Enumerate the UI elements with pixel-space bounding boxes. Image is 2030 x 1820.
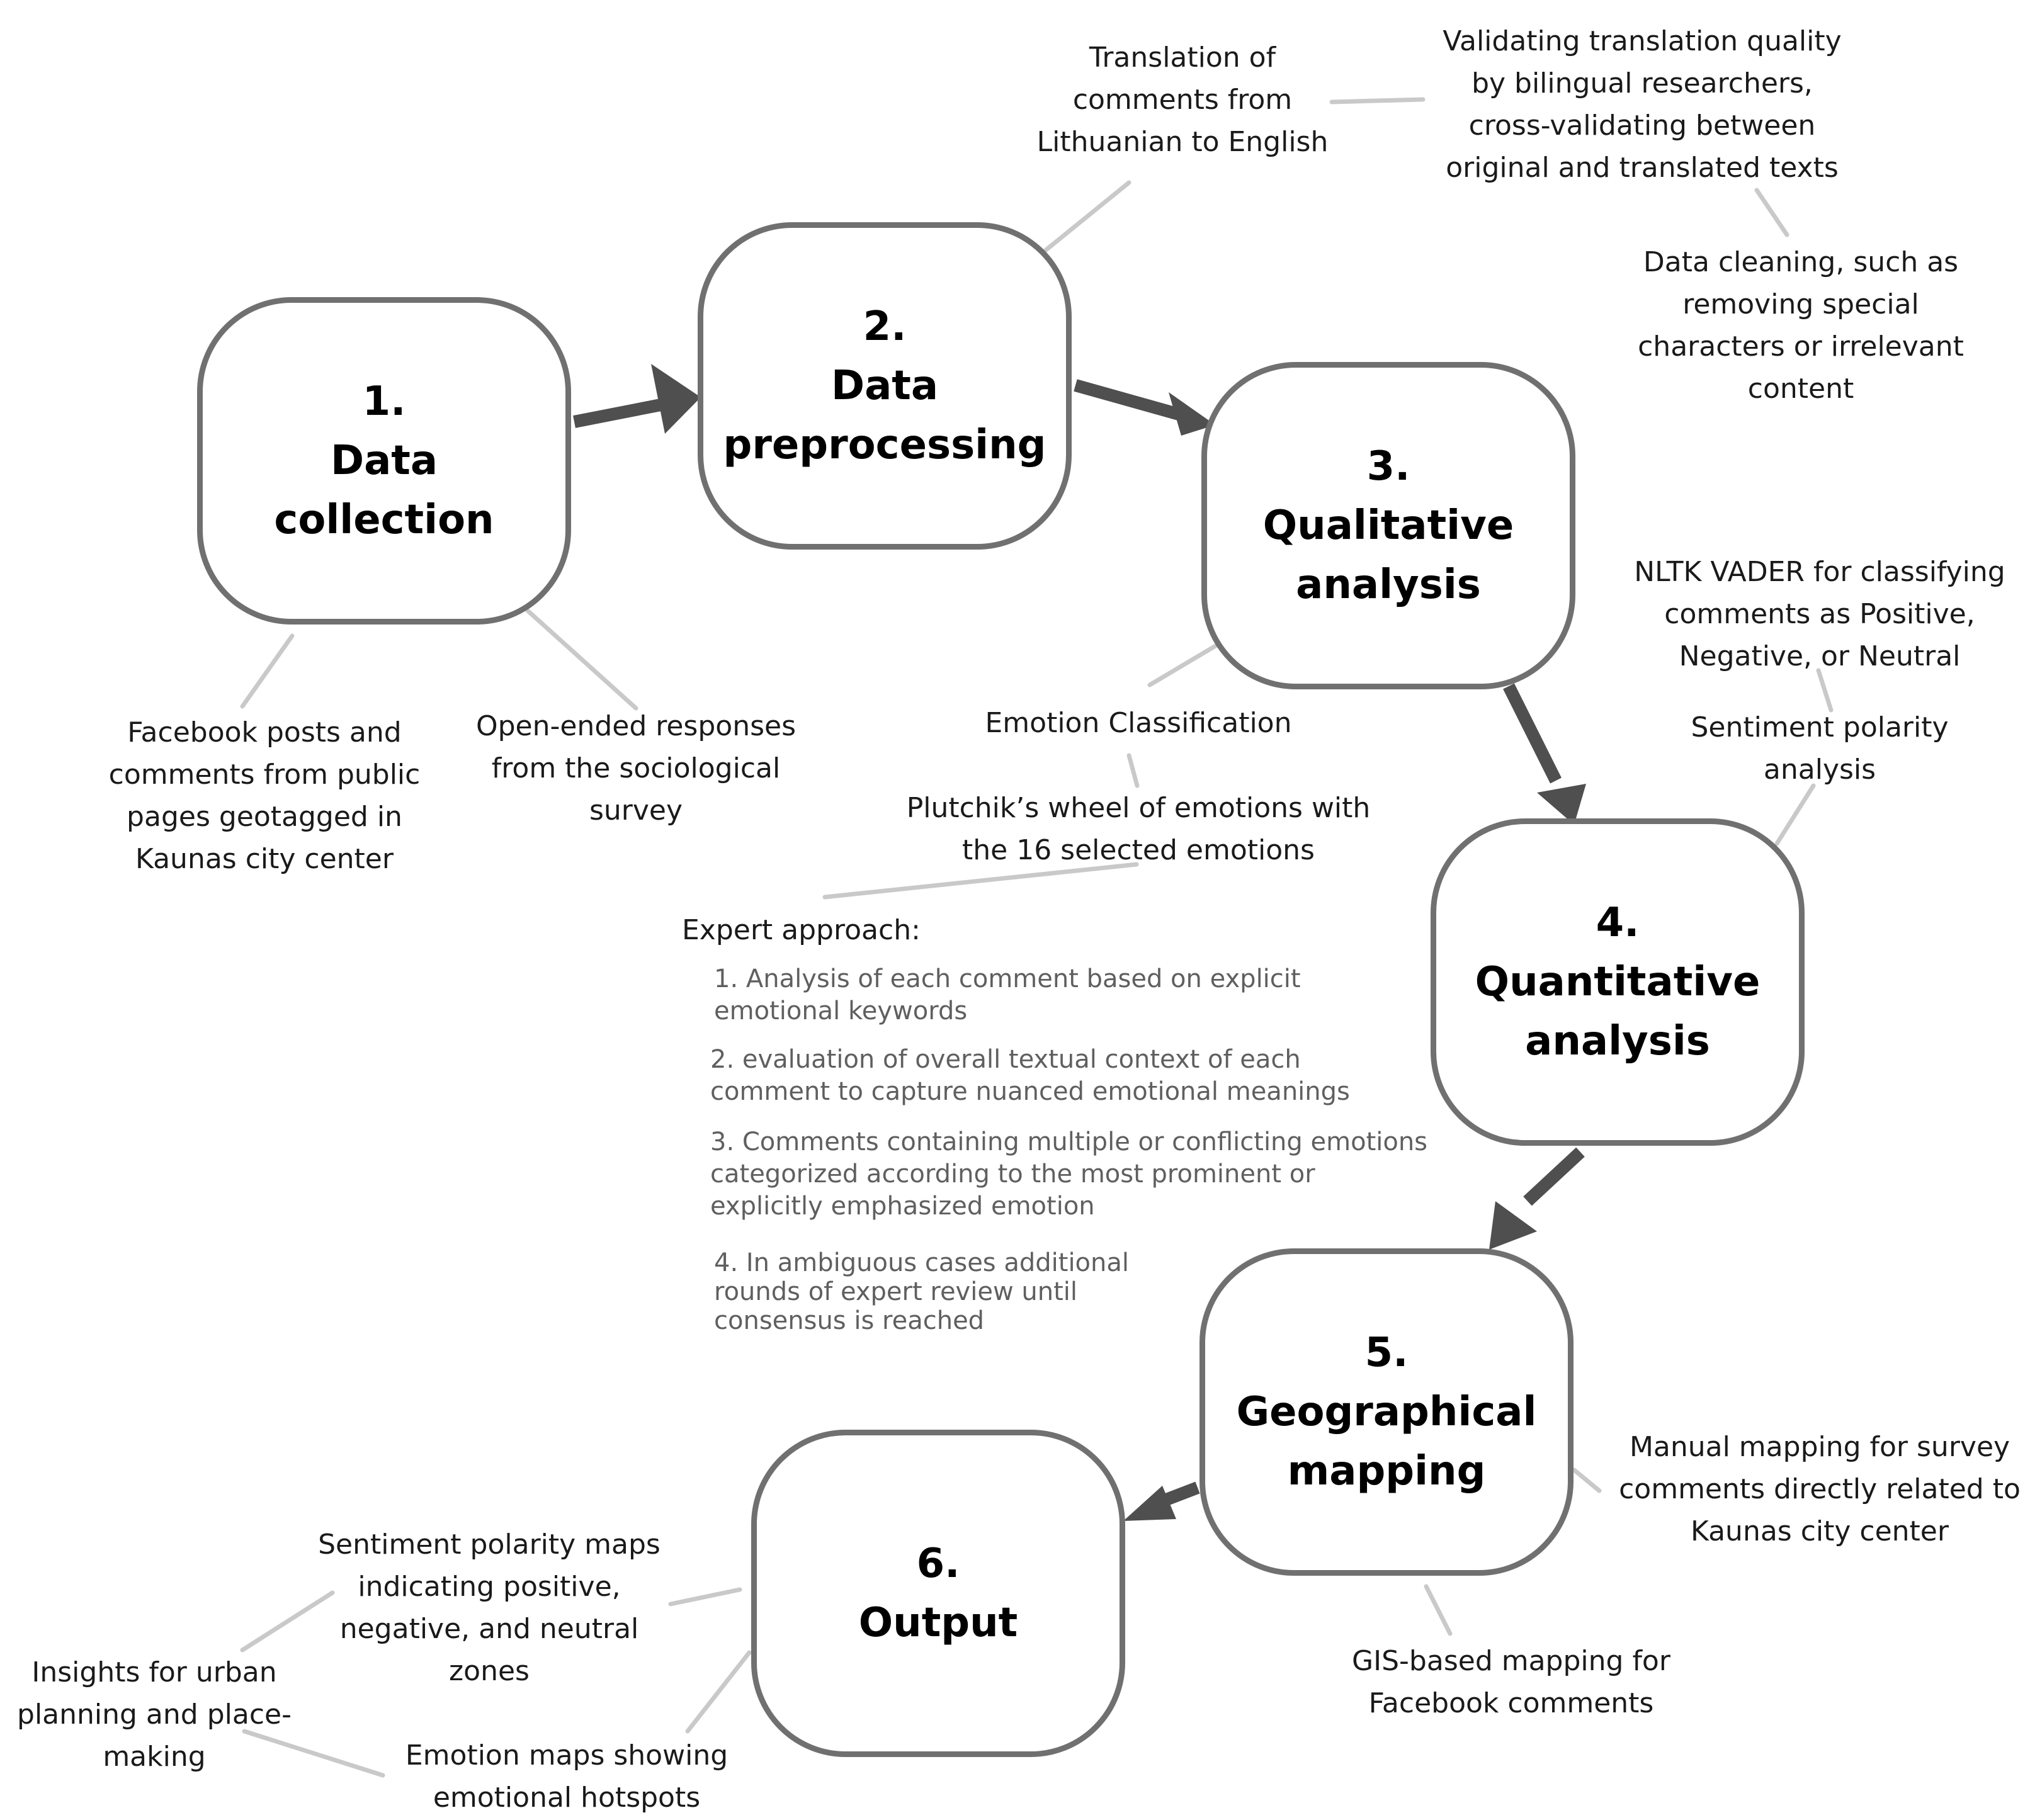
note-manual-mapping: Manual mapping for survey comments direc…: [1619, 1431, 2021, 1547]
connector-translation-validation: [1329, 97, 1426, 105]
stage-number: 2.: [863, 303, 907, 350]
stage-number: 1.: [362, 378, 406, 425]
connector-insights-polarity: [240, 1590, 335, 1653]
expert-step-2: 2. evaluation of overall textual context…: [710, 1045, 1350, 1106]
flow-arrows: [573, 364, 1586, 1521]
expert-step-3: 3. Comments containing multiple or confl…: [710, 1128, 1428, 1221]
connector-insights-emotion: [242, 1729, 385, 1778]
arrow-4-to-5: [1523, 1147, 1585, 1206]
stage-quantitative-analysis: 4. Quantitative analysis: [1431, 818, 1805, 1146]
arrowhead-4-to-5: [1489, 1201, 1537, 1250]
arrow-2-to-3: [1074, 379, 1181, 421]
note-urban-planning-insights: Insights for urban planning and place- m…: [17, 1656, 292, 1773]
connector-polarity-quantitative: [1774, 783, 1816, 846]
stage-title-line: Output: [858, 1600, 1018, 1646]
expert-step-4: 4. In ambiguous cases additional rounds …: [714, 1248, 1130, 1335]
connector-emotion-maps: [685, 1650, 752, 1734]
expert-step-1: 1. Analysis of each comment based on exp…: [714, 964, 1301, 1026]
stage-output: 6. Output: [751, 1430, 1125, 1757]
connector-manual-mapping: [1572, 1467, 1602, 1493]
note-sentiment-polarity-maps: Sentiment polarity maps indicating posit…: [318, 1529, 661, 1687]
arrow-3-to-4: [1503, 683, 1562, 784]
expert-approach-title: Expert approach:: [682, 914, 921, 946]
note-data-cleaning: Data cleaning, such as removing special …: [1638, 246, 1964, 405]
stage-number: 3.: [1366, 443, 1410, 490]
stage-title-line: Data: [831, 363, 939, 409]
note-emotion-maps: Emotion maps showing emotional hotspots: [405, 1739, 729, 1814]
stage-title-line: analysis: [1296, 562, 1481, 608]
note-plutchik-wheel: Plutchik’s wheel of emotions with the 16…: [906, 792, 1371, 866]
note-gis-mapping: GIS-based mapping for Facebook comments: [1352, 1645, 1670, 1719]
connector-translation-note: [1043, 180, 1131, 253]
stage-number: 6.: [916, 1540, 960, 1587]
note-nltk-vader: NLTK VADER for classifying comments as P…: [1634, 556, 2005, 672]
stage-title-line: Data: [330, 438, 438, 484]
stage-title-line: analysis: [1525, 1018, 1710, 1065]
stage-number: 4.: [1596, 900, 1640, 946]
note-emotion-classification: Emotion Classification: [985, 707, 1292, 739]
stage-title-line: Quantitative: [1475, 959, 1761, 1005]
note-translation: Translation of comments from Lithuanian …: [1036, 42, 1329, 158]
stage-qualitative-analysis: 3. Qualitative analysis: [1201, 362, 1575, 689]
arrowhead-3-to-4: [1537, 784, 1586, 825]
stage-title-line: preprocessing: [723, 422, 1046, 468]
connector-survey-note: [525, 608, 638, 711]
connector-classification-plutchik: [1126, 753, 1140, 788]
connector-vader-polarity: [1816, 668, 1834, 713]
note-facebook-posts: Facebook posts and comments from public …: [108, 716, 421, 875]
stage-title-line: Geographical: [1236, 1389, 1537, 1435]
connector-polarity-maps: [668, 1587, 742, 1607]
arrowhead-1-to-2: [651, 364, 701, 434]
arrowhead-2-to-3: [1169, 392, 1215, 436]
stage-data-collection: 1. Data collection: [197, 297, 571, 625]
note-survey-responses: Open-ended responses from the sociologic…: [475, 710, 797, 827]
arrowhead-5-to-6: [1123, 1486, 1176, 1521]
arrow-1-to-2: [573, 397, 672, 428]
stage-title-line: collection: [274, 497, 494, 543]
connector-plutchik-expert: [822, 862, 1139, 900]
connector-facebook-note: [240, 633, 295, 709]
stage-geographical-mapping: 5. Geographical mapping: [1199, 1248, 1574, 1576]
connector-emotion-classification: [1147, 643, 1219, 687]
stage-number: 5.: [1364, 1330, 1409, 1376]
stage-title-line: mapping: [1287, 1448, 1486, 1495]
connector-validation-cleaning: [1754, 188, 1789, 237]
stage-title-line: Qualitative: [1262, 502, 1514, 549]
note-connectors: [240, 97, 1834, 1778]
stage-data-preprocessing: 2. Data preprocessing: [698, 222, 1072, 550]
note-sentiment-polarity-analysis: Sentiment polarity analysis: [1691, 711, 1949, 786]
note-translation-validation: Validating translation quality by biling…: [1443, 25, 1842, 184]
connector-gis-mapping: [1424, 1584, 1453, 1636]
